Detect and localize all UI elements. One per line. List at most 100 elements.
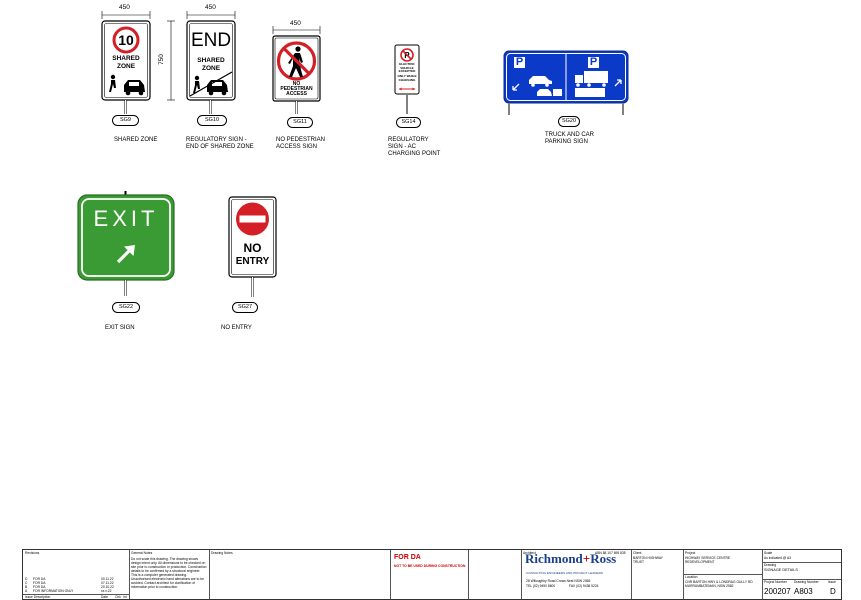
client-panel: Client BARTON HIGHWAY TRUST [631,550,684,599]
scale-value: As indicated @ A3 [764,556,791,560]
client-label: Client [633,551,642,555]
firm-tel: TEL (02) 9490 8600 [526,584,556,588]
sg14-text-1: ELECTRIC [399,62,415,66]
sg10-tag: SG10 [197,115,227,126]
revision-id: B [25,585,28,589]
sg10-caption-2: END OF SHARED ZONE [186,144,254,150]
drawing-title: SIGNAGE DETAILS [764,568,798,572]
sg14-text-5: CHARGING [398,77,416,82]
sg10-text-1: SHARED [197,57,225,64]
revision-id: D [25,577,28,581]
sg14-caption-1: REGULATORY [388,137,429,143]
general-notes-text: Do not scale this drawing. The drawing s… [131,557,207,589]
sg10-end-text: END [190,30,232,51]
sg14-caption-2: SIGN - AC [388,144,417,150]
sg10-text-2: ZONE [201,65,221,72]
status-title: FOR DA [394,554,421,561]
abn-text: ABN 88 107 695 835 [595,551,626,555]
dimension-width-sg11: 450 [290,20,301,27]
title-block: Revisions D FOR DA 00.11.22 C FOR DA 07.… [22,549,842,600]
sg9-text-1: SHARED [112,55,140,62]
drawing-notes-label: Drawing Notes [211,551,233,555]
architect-panel: Architect ABN 88 107 695 835 Richmond+Ro… [521,550,632,599]
rev-footer-chk: Chk [115,595,121,599]
sg14-tag: SG14 [396,117,421,128]
project-panel: Project HIGHWAY SERVICE CENTRE REDEVELOP… [683,550,763,599]
revision-date: 20.10.22 [101,585,114,589]
project-name-1: HIGHWAY SERVICE CENTRE [685,556,731,560]
sg27-tag: SG27 [232,302,258,313]
sg22-exit-text: EXIT [93,206,159,231]
revision-date: 00.11.22 [101,577,114,581]
sg11-caption-2: ACCESS SIGN [276,144,318,150]
firm-name-b: Ross [590,551,617,566]
sg9-speed: 10 [118,32,134,48]
status-panel: FOR DA NOT TO BE USED DURING CONSTRUCTIO… [390,550,469,599]
firm-name-a: Richmond [525,551,583,566]
revision-id: A [25,589,28,593]
sg20-caption-2: PARKING SIGN [545,139,588,145]
project-label: Project [685,551,696,555]
sg11-tag: SG11 [287,117,313,128]
sg9-text-2: ZONE [116,63,136,70]
revision-date: xx.x.22 [101,589,112,593]
revision-description: FOR DA [33,585,46,589]
sg27-text-1: NO [243,241,262,255]
drawing-number: A803 [794,587,813,596]
firm-plus: + [582,551,591,566]
sg27-text-2: ENTRY [235,256,270,267]
blank-panel [468,550,522,599]
status-subtitle: NOT TO BE USED DURING CONSTRUCTION [394,564,466,568]
issue-value: D [830,587,836,596]
revision-description: FOR DA [33,577,46,581]
revision-description: FOR INFORMATION ONLY [33,589,74,593]
dimension-width-sg9: 450 [119,4,130,11]
rev-footer-issue: Issue Description [25,595,51,599]
general-notes-panel: General Notes Do not scale this drawing.… [129,550,210,599]
sg20-p-left: P [515,56,524,68]
project-name-2: REDEVELOPMENT [685,560,715,564]
revisions-label: Revisions [25,551,40,555]
drawing-notes-panel: Drawing Notes [209,550,391,599]
sg14-caption-3: CHARGING POINT [388,151,441,157]
drawing-number-label: Drawing Number [794,580,819,584]
drawing-label: Drawing [764,563,777,567]
sg11-caption-1: NO PEDESTRIAN [276,137,326,143]
sg10-caption-1: REGULATORY SIGN - [186,137,247,143]
revisions-panel: Revisions D FOR DA 00.11.22 C FOR DA 07.… [23,550,130,599]
location-label: Location [685,575,698,579]
sg22-caption: EXIT SIGN [105,325,135,331]
firm-address: 28 Willoughby Road Crows Nest NSW 2065 [526,579,591,583]
sg14-text-4: ONLY WHILE [397,74,417,78]
sg9-tag: SG9 [112,115,139,126]
revision-id: C [25,581,28,585]
sg20-tag: SG20 [558,116,580,127]
firm-logo: Richmond+Ross [525,552,616,565]
sg20-p-right: P [589,56,598,68]
drawing-info-panel: Scale As indicated @ A3 Drawing SIGNAGE … [762,550,841,599]
rev-footer-date: Date [101,595,108,599]
revision-date: 07.11.22 [101,581,114,585]
project-number: 200207 [764,587,791,596]
sg14-text-3: EXCEPTED [398,69,416,74]
sg11-text-3: ACCESS [286,91,307,97]
firm-fax: FAX (02) 9438 5224 [569,584,599,588]
sg27-caption: NO ENTRY [221,325,252,331]
sg11-text-1: NO [292,81,301,87]
rev-footer-int: Int [123,595,127,599]
firm-tagline: CONSULTING ENGINEERS AND PROJECT LEADERS [526,571,603,575]
client-name-2: TRUST [633,560,644,564]
location-1: CNR BARTON HWY & LONDRAG GULLY RD [685,580,753,584]
sg11-text-2: PEDESTRIAN [280,86,313,92]
sg9-caption: SHARED ZONE [114,137,158,143]
issue-label: Issue [828,580,836,584]
sg14-text-2: VEHICLE [400,65,414,70]
location-2: MURRUMBATEMAN, NSW 2582 [685,584,734,588]
